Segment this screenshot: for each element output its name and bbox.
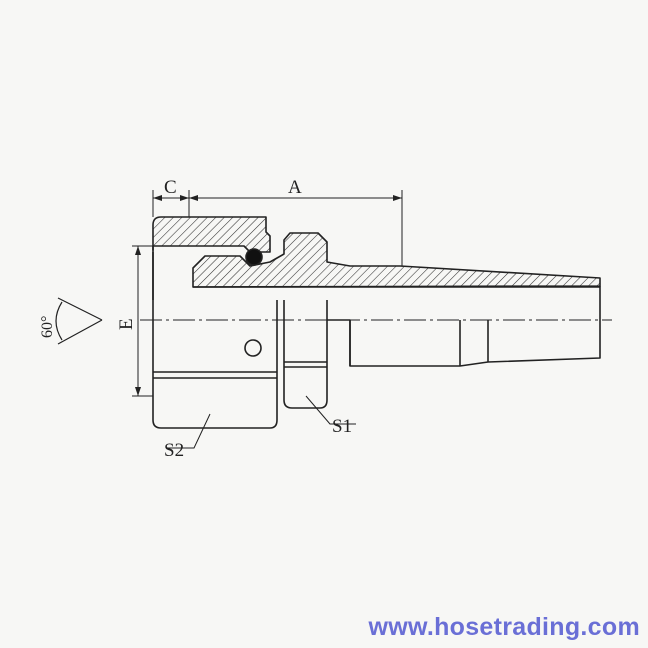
cone-angle-symbol bbox=[57, 297, 103, 345]
arrow-c-left bbox=[153, 195, 162, 201]
angle-label: 60° bbox=[39, 316, 56, 338]
nut-hole bbox=[244, 339, 262, 357]
body-section-hatch bbox=[192, 232, 601, 288]
o-ring bbox=[245, 248, 263, 266]
tail-outline bbox=[327, 286, 601, 367]
nut-section-hatch bbox=[152, 216, 271, 253]
arrow-e-top bbox=[135, 246, 141, 255]
dim-a-label: A bbox=[288, 177, 302, 198]
nut-hex-label: S2 bbox=[164, 440, 184, 461]
arrow-e-bottom bbox=[135, 387, 141, 396]
body-hex-label: S1 bbox=[332, 416, 352, 437]
website-watermark: www.hosetrading.com bbox=[368, 613, 640, 641]
dim-e-label: E bbox=[116, 318, 137, 330]
arrow-a-left bbox=[189, 195, 198, 201]
s1-leader bbox=[305, 395, 356, 425]
dim-c-label: C bbox=[164, 177, 177, 198]
nut-hex-outline bbox=[152, 246, 278, 429]
cone-angle-arc bbox=[55, 301, 63, 341]
arrow-a-right bbox=[393, 195, 402, 201]
body-hex-outline bbox=[283, 300, 328, 409]
arrow-c-right bbox=[180, 195, 189, 201]
s2-leader bbox=[166, 413, 211, 449]
